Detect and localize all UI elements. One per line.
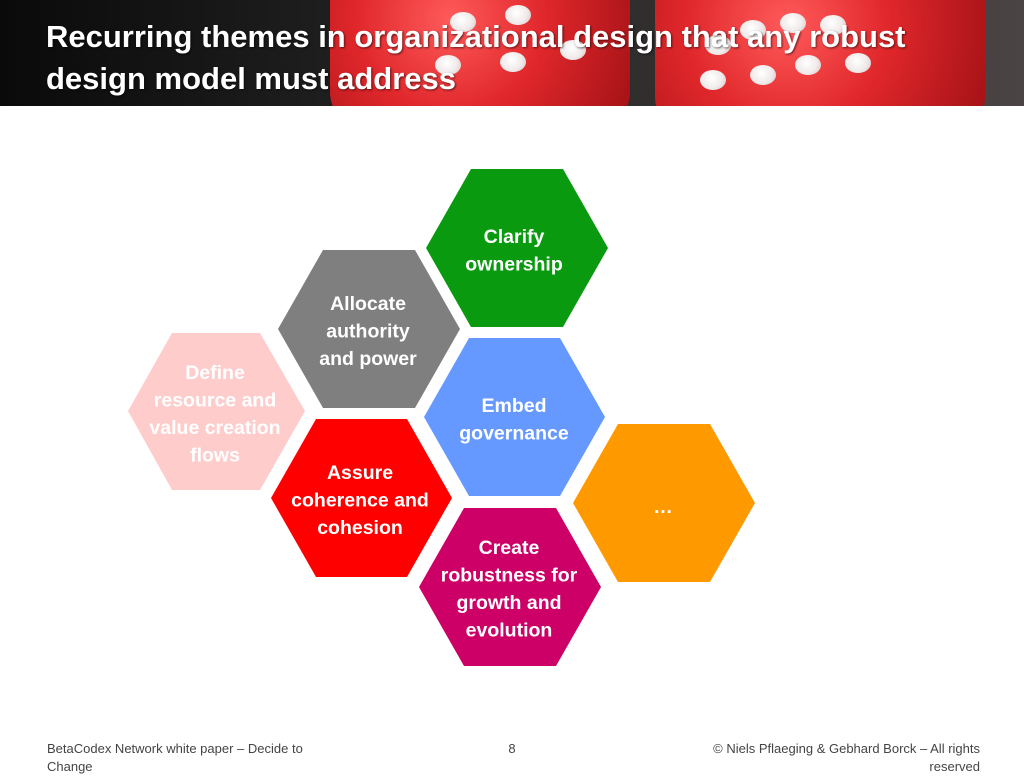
hexagon-shape [573,424,755,582]
hexagon-shape [424,338,605,496]
hexagon-more-themes: … [573,424,755,582]
hexagon-shape [426,169,608,327]
dice-image-left [330,0,630,106]
hexagon-label: … [653,496,673,518]
dice-image-right [655,0,985,106]
slide-title: Recurring themes in organizational desig… [46,19,906,96]
page-number: 8 [508,741,516,756]
hexagon-shape [278,250,460,408]
hexagon-shape [271,419,452,577]
hexagon-shape [419,508,601,666]
footer-copyright: © Niels Pflaeging & Gebhard Borck – All … [713,741,980,774]
header-banner: Recurring themes in organizational desig… [0,0,1024,106]
hexagon-shape [128,333,305,490]
footer-source: BetaCodex Network white paper – Decide t… [47,741,303,774]
